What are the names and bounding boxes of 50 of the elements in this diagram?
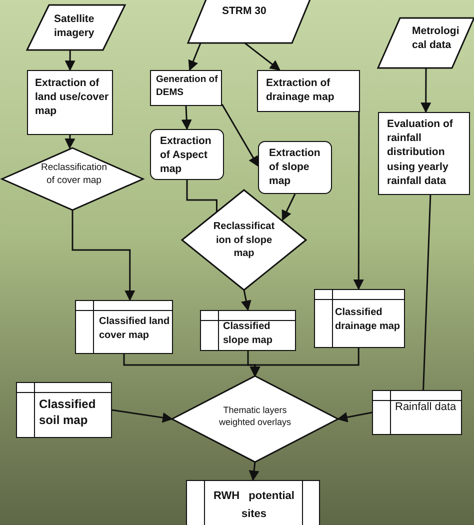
node-label: Extraction of drainage map [266,76,336,104]
node-label: Thematic layers weighted overlays [218,404,292,428]
data-table-box [75,300,173,354]
decision-diamond [2,148,143,210]
node-label: STRM 30 [222,4,268,18]
arrow [112,409,174,423]
arrow [336,412,372,422]
node-label: Extraction of land use/cover map [35,76,110,119]
node-label: Reclassificat ion of slope map [212,220,276,260]
process-box [150,129,224,180]
decision-diamond [182,190,306,290]
process-box [378,112,470,195]
arrow [248,462,260,482]
process-box [27,70,113,135]
input-parallelogram [27,5,125,50]
data-table-box [200,310,296,351]
data-table-box [186,480,320,525]
arrow [64,50,76,72]
arrow [353,112,364,290]
node-label: Metrologi cal data [412,24,460,52]
data-table-box [314,289,405,348]
arrow [72,210,136,302]
data-table-box [372,390,462,435]
node-label: RWH potential sites [212,489,296,522]
node-label: Extraction of slope map [269,146,322,189]
node-label: Classified soil map [39,396,97,428]
node-label: Evaluation of rainfall distribution using yearly rainfall data [387,117,454,188]
process-box [150,70,222,106]
arrow [241,290,252,312]
arrow [64,134,76,150]
node-label: Classified land cover map [99,315,171,342]
arrow [244,42,280,71]
arrow [282,194,296,221]
node-label: Generation of DEMS [156,74,219,100]
node-label: Classified drainage map [335,306,402,333]
arrow [420,68,432,114]
node-label: Satellite imagery [54,12,96,40]
arrow [250,348,360,378]
node-label: Rainfall data [395,400,458,415]
arrow [221,104,259,167]
arrow [188,42,202,71]
node-label: Extraction of Aspect map [160,134,212,177]
arrow [181,106,192,130]
input-parallelogram [378,18,474,68]
decision-diamond [172,376,338,462]
node-label: Reclassification of cover map [40,162,108,188]
process-box [257,70,360,112]
node-label: Classified slope map [223,320,274,347]
process-box [258,141,332,194]
data-table-box [16,382,112,438]
